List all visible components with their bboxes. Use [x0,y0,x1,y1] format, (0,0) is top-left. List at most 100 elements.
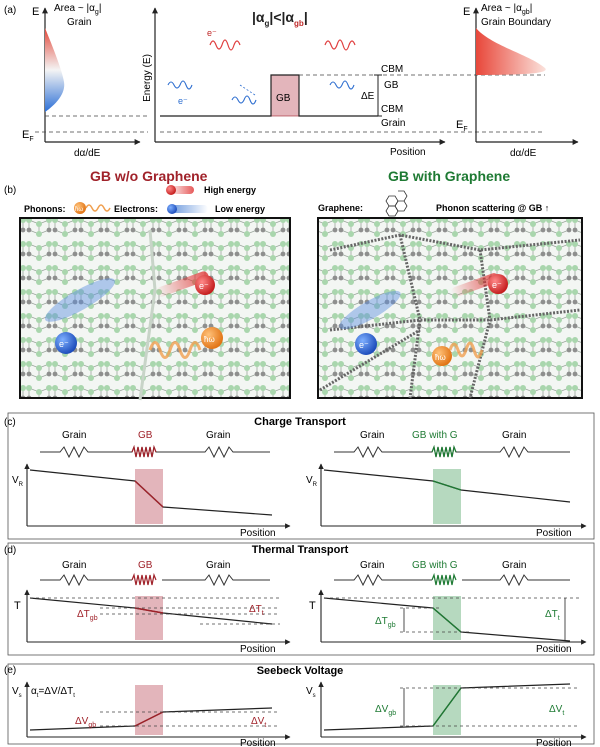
c-left-grain2: Grain [206,430,230,441]
right-x-label: dα/dE [510,148,537,159]
seebeck-equation: αt=ΔV/ΔTt [31,686,75,699]
c-right-x: Position [536,528,572,539]
c-right-gb-region [433,469,461,524]
grain-dos-curve [45,28,65,112]
electron-high-icon [166,185,176,195]
d-left-dtt: ΔT [249,604,262,615]
d-left-grain1: Grain [62,560,86,571]
svg-text:e⁻: e⁻ [359,340,369,350]
svg-text:ΔTt: ΔTt [545,609,560,622]
panel-c-label: (c) [4,417,16,428]
electron-left-label: e⁻ [178,96,188,106]
right-e-label: E [463,6,470,18]
electron-top-label: e⁻ [207,28,217,38]
d-left-y: T [14,600,21,612]
left-title: GB w/o Graphene [90,168,208,184]
svg-text:EF: EF [456,119,468,133]
c-left-y: V [12,475,19,486]
e-left-x: Position [240,738,276,747]
high-energy-wave-2 [324,39,356,51]
c-right-grain1: Grain [360,430,384,441]
d-left-grain2: Grain [206,560,230,571]
energy-axis-label: Energy (E) [142,54,153,102]
high-energy-label: High energy [204,185,256,195]
svg-text:ħω: ħω [435,353,446,362]
svg-text:ħω: ħω [204,335,215,344]
panel-d-label: (d) [4,545,16,556]
svg-text:ΔTt: ΔTt [249,604,264,617]
e-left-gb-region [135,685,163,735]
lattice-without-graphene: e⁻ e⁻ ħω [19,217,291,401]
c-right-y: V [306,475,313,486]
low-energy-label: Low energy [215,204,265,214]
d-right-dtt: ΔT [545,609,558,620]
d-right-gb-region [433,596,461,640]
cbm-top-label: CBM [381,64,403,75]
svg-text:Area ~ |αgb|: Area ~ |αgb| [481,3,532,16]
svg-text:ΔVt: ΔVt [251,716,266,729]
band-diagram: Energy (E) Position |αg|<|αgb| GB CBM GB… [142,7,545,158]
c-left-gb: GB [138,430,153,441]
left-x-label: dα/dE [74,148,101,159]
left-region-label: Grain [67,17,91,28]
right-region-label: Grain Boundary [481,17,551,28]
phonons-legend: Phonons: [24,204,66,214]
panel-e: (e) Seebeck Voltage Vs αt=ΔV/ΔTt ΔVgb ΔV… [4,663,595,747]
left-e-label: E [32,6,39,18]
electron-trail-low [44,278,115,322]
svg-text:EF: EF [22,129,34,143]
phonon-left [201,327,223,349]
d-right-dtgb: ΔT [375,616,388,627]
d-right-x: Position [536,644,572,655]
e-right-y: V [306,686,313,697]
panel-c: (c) Charge Transport Grain GB Grain VR P… [4,412,595,540]
e-right-gb-region [433,685,461,735]
svg-text:ΔTgb: ΔTgb [375,616,396,629]
graphene-legend: Graphene: [318,203,363,213]
charge-title: Charge Transport [254,416,346,428]
low-energy-wave-3 [329,80,355,90]
electron-high-right [488,274,508,294]
svg-text:e⁻: e⁻ [199,281,209,291]
svg-text:VR: VR [306,475,318,488]
left-ef-label: E [22,129,29,141]
d-right-y: T [309,600,316,612]
e-left-dvgb: ΔV [75,716,89,727]
panel-a: (a) E Area ~ |αg| Grain EF dα/dE Energy … [4,3,579,159]
position-axis-label: Position [390,147,426,158]
svg-text:Area ~ |αg|: Area ~ |αg| [54,3,101,16]
svg-text:VR: VR [12,475,24,488]
panel-b-label: (b) [4,185,16,196]
delta-e-label: ΔE [361,91,375,102]
phonon-legend-icon [74,202,86,214]
phonon-right [432,346,452,366]
grain-level-label: Grain [381,118,405,129]
electron-high [195,275,215,295]
svg-text:ΔTgb: ΔTgb [77,609,98,622]
d-left-gb-region [135,596,163,640]
electrons-legend: Electrons: [114,204,158,214]
electron-low-icon [167,204,177,214]
e-left-y: V [12,686,19,697]
e-right-dvt: ΔV [549,704,563,715]
phonon-scattering-label: Phonon scattering @ GB ↑ [436,203,549,213]
d-right-gb: GB with G [412,560,458,571]
cbm-bottom-label: CBM [381,104,403,115]
svg-text:ΔVgb: ΔVgb [375,704,396,717]
e-right-dvgb: ΔV [375,704,389,715]
gb-dos-plot: E Area ~ |αgb| Grain Boundary EF dα/dE [456,3,579,159]
d-right-grain2: Grain [502,560,526,571]
right-area-text: Area ~ |α [481,3,522,14]
gb-dos-curve [476,28,546,75]
right-ef-label: E [456,119,463,131]
thermal-title: Thermal Transport [252,544,349,556]
c-right-gb: GB with G [412,430,458,441]
panel-e-label: (e) [4,665,16,676]
d-left-dtgb: ΔT [77,609,90,620]
right-title: GB with Graphene [388,168,510,184]
electron-low [55,332,77,354]
d-left-gb: GB [138,560,153,571]
panel-b: (b) GB w/o Graphene GB with Graphene Pho… [4,168,583,401]
high-energy-wave-1 [209,39,241,51]
